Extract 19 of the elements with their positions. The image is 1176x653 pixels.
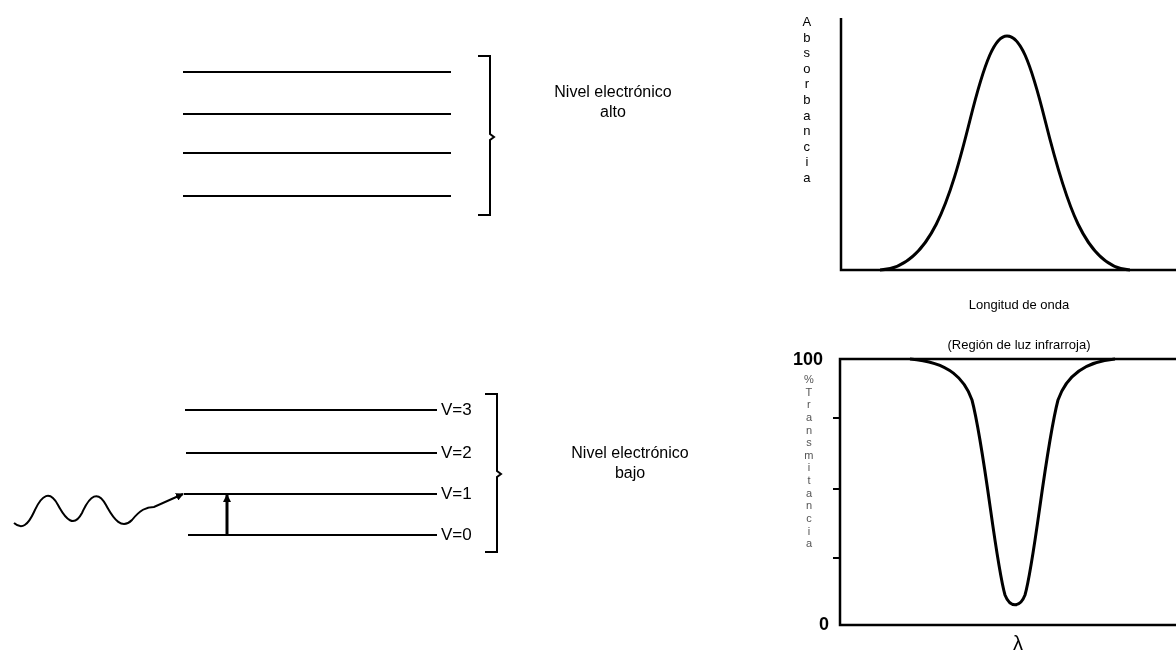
level-label: Nivel electrónico alto [553,82,673,122]
axis-label: Longitud de onda [968,297,1070,312]
energy-level-line [185,409,437,411]
level-label: Nivel electrónico bajo [570,443,690,483]
energy-level-line [184,493,437,495]
axis-caption: (Región de luz infrarroja) [947,337,1091,352]
level-label: V=3 [441,400,472,420]
arrow [223,494,231,534]
tick-label: 0 [819,614,829,635]
level-label: V=2 [441,443,472,463]
level-label: V=0 [441,525,472,545]
axis-label: Absorbancia [801,14,819,186]
energy-level-line [188,534,437,536]
axis-label: λ [1013,632,1023,653]
wave-arrow [13,493,184,528]
axis-label: %Transmitancia [804,373,820,550]
energy-level-line [186,452,437,454]
tick-label: 100 [793,349,824,370]
level-label: V=1 [441,484,472,504]
